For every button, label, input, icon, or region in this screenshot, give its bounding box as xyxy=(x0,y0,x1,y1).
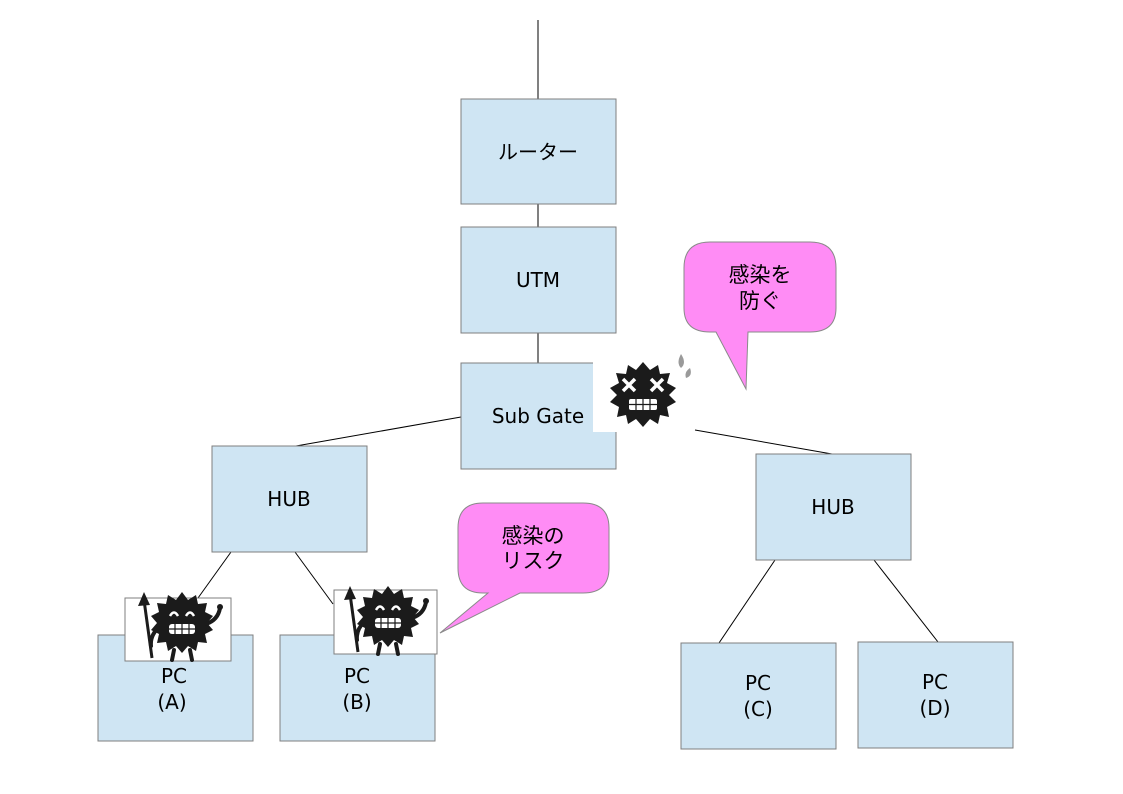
subgate-box xyxy=(460,362,617,470)
link-subgate-hub-right xyxy=(694,429,833,455)
link-subgate-hub-left xyxy=(295,416,462,447)
pc-c-label-line2: (C) xyxy=(743,697,773,721)
pc-c-label-line1: PC xyxy=(745,671,771,695)
speech-bubble-risk-shape xyxy=(439,502,610,634)
pc-d-label-line2: (D) xyxy=(919,696,950,720)
router-label: ルーター xyxy=(498,140,578,164)
hub-left-label: HUB xyxy=(267,487,310,511)
links xyxy=(197,20,939,644)
router-node: ルーター xyxy=(460,98,617,205)
subgate-node: Sub Gate xyxy=(460,362,617,470)
pc-d-box xyxy=(857,641,1014,749)
utm-label: UTM xyxy=(516,268,560,292)
hub-left-node: HUB xyxy=(211,445,368,553)
link-hub-left-pc-b xyxy=(294,551,334,605)
pc-d-label-line1: PC xyxy=(922,670,948,694)
speech-bubble-risk-line1: 感染の xyxy=(502,524,565,548)
pc-b-label-line2: (B) xyxy=(342,690,371,714)
speech-bubble-risk-line2: リスク xyxy=(502,549,565,573)
link-hub-right-pc-d xyxy=(873,559,939,643)
utm-box xyxy=(460,226,617,334)
link-hub-right-pc-c xyxy=(718,559,776,644)
speech-bubble-prevent-line1: 感染を xyxy=(729,263,792,287)
hub-right-label: HUB xyxy=(811,495,854,519)
hub-left-box xyxy=(211,445,368,553)
pc-b-node: PC (B) xyxy=(279,589,438,742)
link-hub-left-pc-a xyxy=(197,551,232,599)
utm-node: UTM xyxy=(460,226,617,334)
pc-d-node: PC (D) xyxy=(857,641,1014,749)
subgate-label: Sub Gate xyxy=(492,404,584,428)
pc-c-node: PC (C) xyxy=(680,642,837,750)
speech-bubble-prevent: 感染を 防ぐ xyxy=(683,241,837,391)
speech-bubble-prevent-line2: 防ぐ xyxy=(739,289,781,313)
pc-a-label-line2: (A) xyxy=(157,690,186,714)
speech-bubble-risk: 感染の リスク xyxy=(439,502,610,634)
router-box xyxy=(460,98,617,205)
virus-blocked-icon xyxy=(593,354,693,432)
hub-right-node: HUB xyxy=(755,453,912,561)
pc-c-box xyxy=(680,642,837,750)
pc-a-label-line1: PC xyxy=(161,664,187,688)
hub-right-box xyxy=(755,453,912,561)
pc-b-label-line1: PC xyxy=(344,664,370,688)
speech-bubble-prevent-shape xyxy=(683,241,837,391)
